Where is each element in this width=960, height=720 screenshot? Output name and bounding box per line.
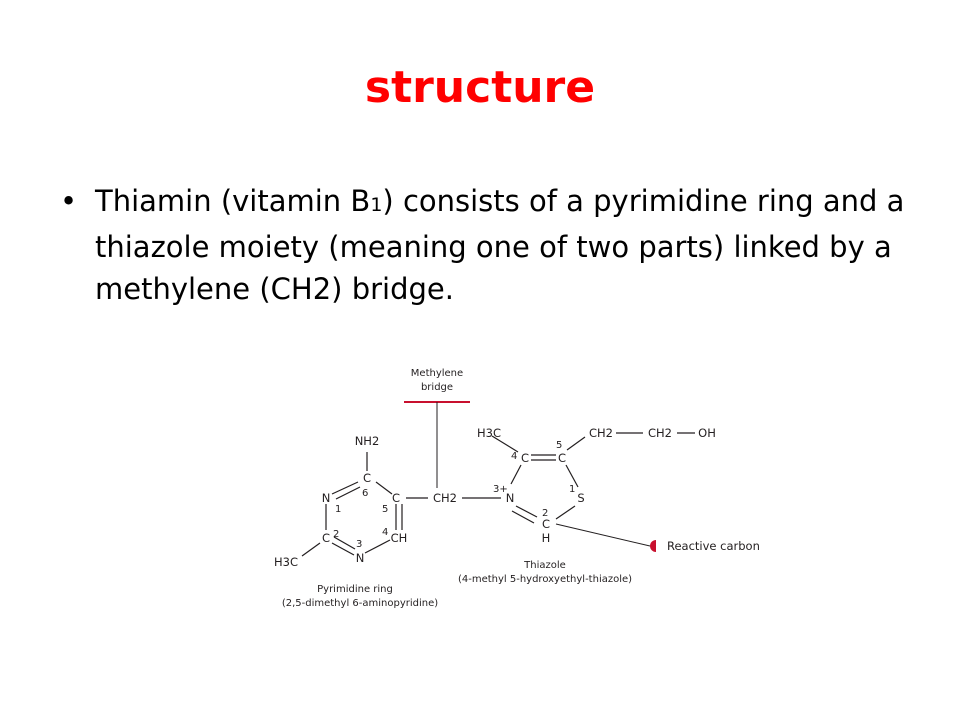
atom-c2: C xyxy=(322,531,330,545)
num-pyr-1: 1 xyxy=(335,504,341,515)
atom-ch2-b: CH2 xyxy=(648,426,672,440)
pyrimidine-caption-line1: Pyrimidine ring xyxy=(317,584,393,595)
bullet-subscript: 1 xyxy=(370,194,383,216)
bullet-text-part2: ) consists of a pyrimidine ring and a th… xyxy=(95,184,905,306)
bullet-text-part1: Thiamin (vitamin B xyxy=(95,184,371,218)
atom-c5: C xyxy=(392,491,400,505)
num-pyr-2: 2 xyxy=(333,529,339,540)
atom-ch2-a: CH2 xyxy=(589,426,613,440)
atom-n1: N xyxy=(322,491,331,505)
atom-n3: N xyxy=(356,551,365,565)
thiazole-caption-line1: Thiazole xyxy=(523,560,566,571)
atom-s: S xyxy=(577,491,584,505)
num-pyr-5: 5 xyxy=(382,504,388,515)
thiazole-bonds xyxy=(491,432,695,547)
pyrimidine-bonds xyxy=(301,452,501,557)
slide-title: structure xyxy=(364,62,596,113)
methylene-label-line1: Methylene xyxy=(411,368,463,379)
reactive-carbon-label: Reactive carbon xyxy=(667,539,760,553)
atom-n3-plus: N xyxy=(506,491,515,505)
thiazole-caption-line2: (4-methyl 5-hydroxyethyl-thiazole) xyxy=(458,574,632,585)
bullet-item: • Thiamin (vitamin B1) consists of a pyr… xyxy=(60,180,920,310)
atom-ch2-bridge: CH2 xyxy=(433,491,457,505)
num-pyr-3: 3 xyxy=(356,539,362,550)
bullet-dot-icon: • xyxy=(60,184,78,218)
atom-h3c-right: H3C xyxy=(477,426,501,440)
atom-c2-reactive: C xyxy=(542,517,550,531)
num-thz-1: 1 xyxy=(569,484,575,495)
num-thz-4: 4 xyxy=(511,451,517,462)
num-pyr-6: 6 xyxy=(362,488,368,499)
atom-c5-thiazole: C xyxy=(558,451,566,465)
num-thz-2: 2 xyxy=(542,508,548,519)
atom-labels: NH2 C C N C N CH H3C CH2 N C H S C C H3C… xyxy=(274,426,716,569)
num-thz-5: 5 xyxy=(556,440,562,451)
methylene-label-line2: bridge xyxy=(421,382,453,393)
atom-oh: OH xyxy=(698,426,716,440)
atom-h3c-left: H3C xyxy=(274,555,298,569)
bullet-list: • Thiamin (vitamin B1) consists of a pyr… xyxy=(60,180,920,310)
atom-c6: C xyxy=(363,471,371,485)
atom-c4: C xyxy=(521,451,529,465)
thiamin-structure-diagram: Methylene bridge NH2 C xyxy=(274,368,760,609)
ring-numbers: 6 5 1 2 4 3 3+ 2 1 4 5 xyxy=(333,440,575,550)
num-thz-3plus: 3+ xyxy=(493,484,508,495)
atom-nh2: NH2 xyxy=(355,434,380,448)
pyrimidine-caption-line2: (2,5-dimethyl 6-aminopyridine) xyxy=(282,598,438,609)
num-pyr-4: 4 xyxy=(382,527,388,538)
atom-h: H xyxy=(542,531,551,545)
atom-c4h: CH xyxy=(391,531,408,545)
